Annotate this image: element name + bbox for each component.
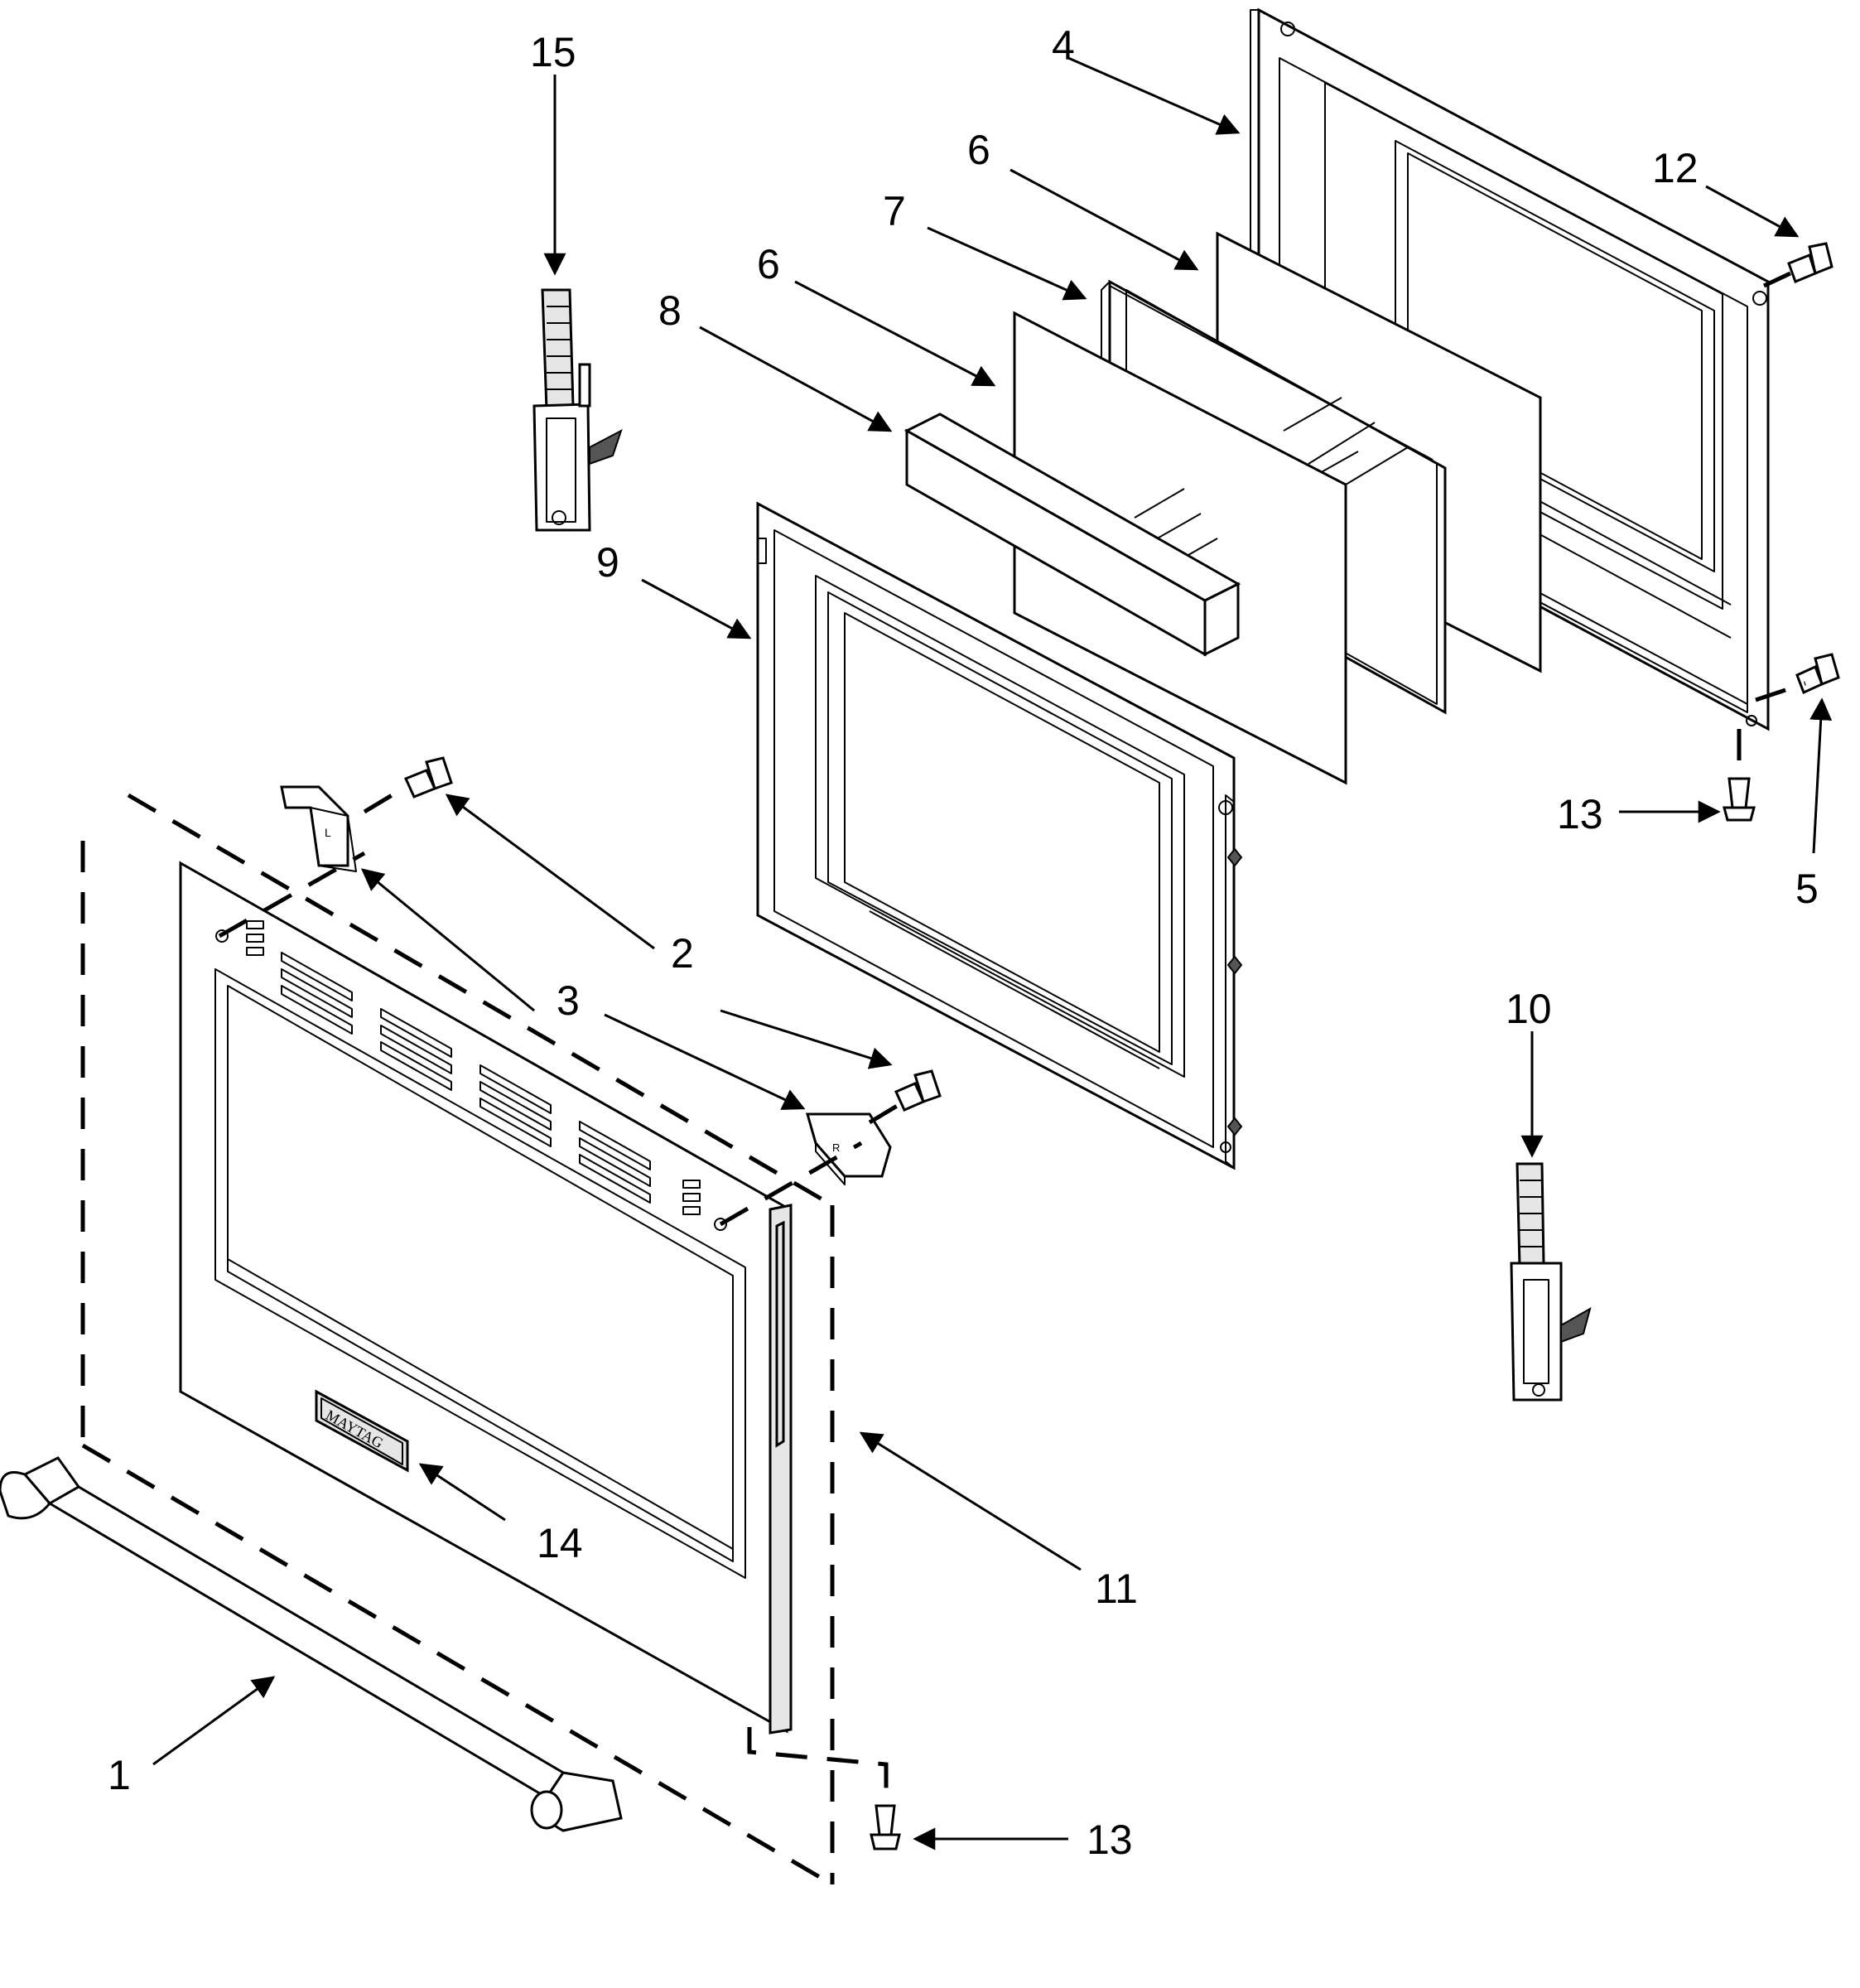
part-10-hinge bbox=[1510, 1162, 1592, 1402]
part-2-screw-left bbox=[403, 756, 453, 799]
part-9-inner-door-frame bbox=[756, 501, 1243, 1170]
part-4-inner-door-panel bbox=[1250, 7, 1770, 731]
callout-6a: 6 bbox=[967, 127, 990, 173]
callout-13b: 13 bbox=[1087, 1817, 1133, 1863]
part-11-outer-door: MAYTAG bbox=[179, 861, 793, 1735]
callout-3: 3 bbox=[557, 977, 580, 1024]
callout-12: 12 bbox=[1652, 145, 1699, 191]
dashed-assembly-guides bbox=[80, 271, 1806, 1887]
part-12-screw bbox=[1787, 242, 1833, 283]
part-13-screw-upper bbox=[1723, 777, 1756, 822]
callout-14: 14 bbox=[537, 1520, 583, 1566]
part-1-door-handle bbox=[0, 1456, 623, 1832]
callout-8: 8 bbox=[658, 287, 682, 334]
part-2-screw-right bbox=[894, 1069, 942, 1112]
callout-1: 1 bbox=[108, 1752, 131, 1798]
part-8-insulation bbox=[903, 413, 1241, 657]
callout-11: 11 bbox=[1095, 1566, 1138, 1612]
callout-2: 2 bbox=[671, 930, 694, 977]
callout-10: 10 bbox=[1506, 986, 1552, 1032]
part-13-screw-lower bbox=[870, 1804, 901, 1850]
svg-text:R: R bbox=[832, 1141, 840, 1154]
callout-4: 4 bbox=[1052, 22, 1075, 69]
part-3-hinge-receiver-right: R bbox=[806, 1112, 892, 1185]
part-15-hinge bbox=[532, 288, 623, 532]
callout-5: 5 bbox=[1795, 866, 1819, 912]
callout-15: 15 bbox=[530, 29, 576, 75]
callout-6b: 6 bbox=[757, 241, 780, 287]
part-3-hinge-receiver-left: L bbox=[280, 785, 357, 872]
part-5-screw bbox=[1795, 653, 1840, 695]
leader-arrows bbox=[152, 56, 1833, 1850]
callout-7: 7 bbox=[883, 188, 906, 234]
callout-13a: 13 bbox=[1557, 791, 1603, 837]
svg-text:L: L bbox=[325, 826, 331, 839]
callout-9: 9 bbox=[596, 539, 619, 586]
callout-labels: 15 4 6 7 6 8 9 12 13 5 10 2 3 14 11 1 13 bbox=[108, 22, 1819, 1863]
